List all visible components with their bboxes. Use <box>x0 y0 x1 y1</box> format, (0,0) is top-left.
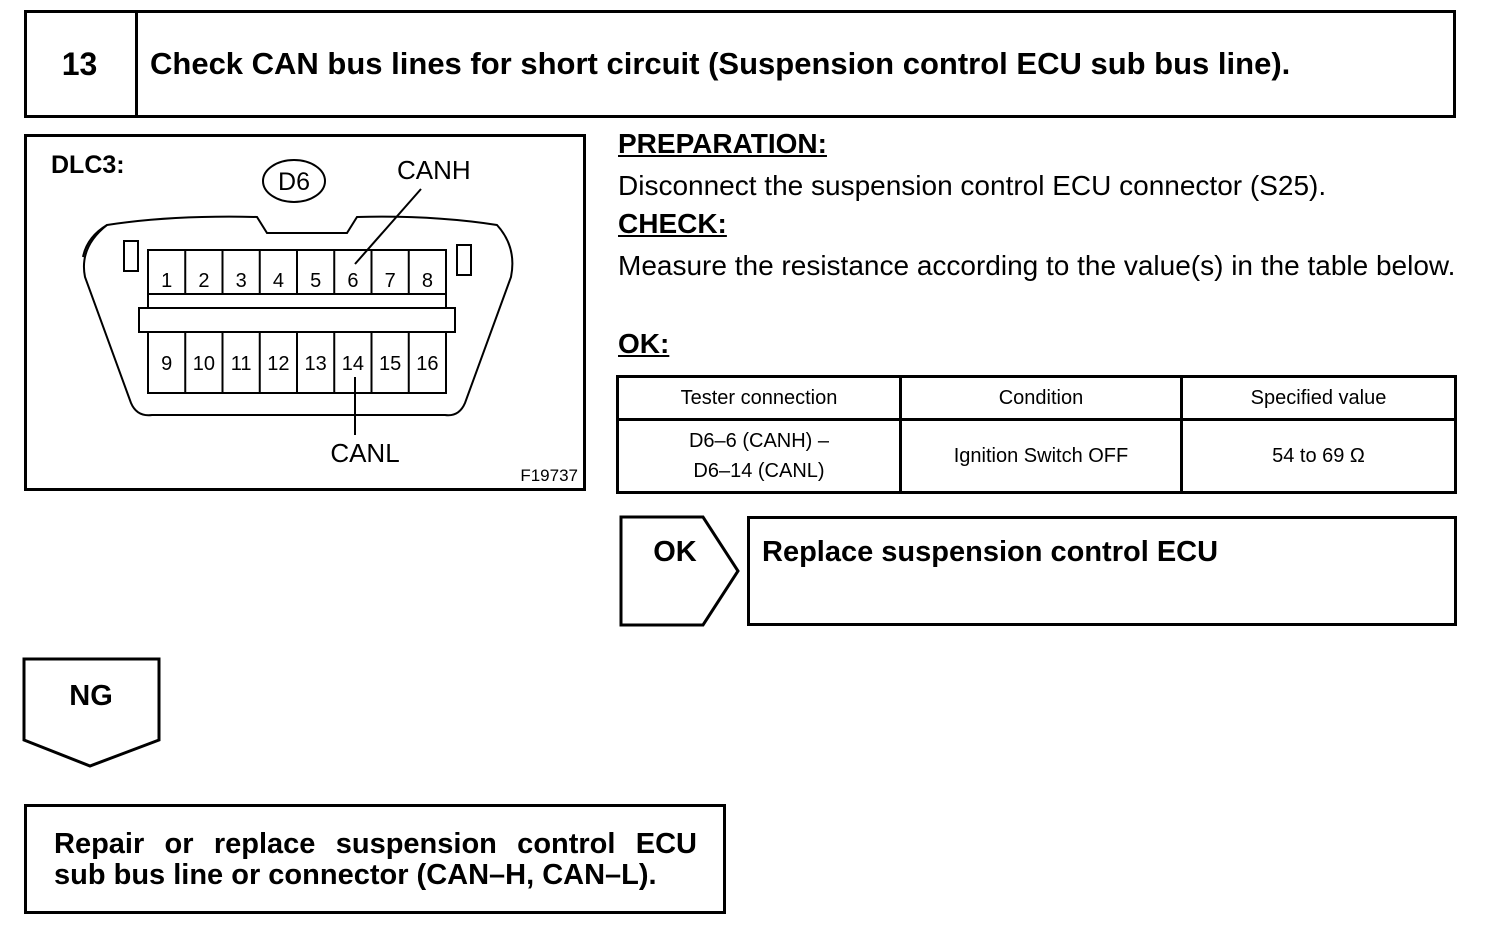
center-key-bar <box>138 307 456 333</box>
ok-label: OK <box>653 536 697 568</box>
ng-result-line1: Repair or replace suspension control ECU <box>54 828 697 860</box>
ng-arrow-shape <box>22 657 161 768</box>
ok-result-text: Replace suspension control ECU <box>762 536 1219 568</box>
pin-4: 4 <box>273 270 284 292</box>
pin-6: 6 <box>347 270 358 292</box>
pin-11: 11 <box>231 353 252 375</box>
pins-top-row: 1 2 3 4 5 6 7 8 <box>161 270 433 292</box>
canh-label: CANH <box>397 155 471 185</box>
connection-line2: D6–14 (CANL) <box>693 460 825 482</box>
header-specified-value: Specified value <box>1180 375 1457 421</box>
canl-label: CANL <box>330 438 399 468</box>
header-condition: Condition <box>899 375 1183 421</box>
connector-id-oval <box>262 159 326 203</box>
pin-16: 16 <box>416 353 438 375</box>
step-number: 13 <box>24 10 138 118</box>
right-latch <box>456 244 472 276</box>
preparation-heading: PREPARATION: <box>618 128 827 159</box>
pin-dividers <box>184 250 410 393</box>
connector-id: D6 <box>278 168 310 196</box>
connector-outline <box>83 215 514 417</box>
ok-result-box <box>747 516 1457 626</box>
check-text: Measure the resistance according to the … <box>618 250 1456 281</box>
left-latch <box>123 240 139 272</box>
ok-heading: OK: <box>618 328 670 359</box>
connector-name: DLC3: <box>51 151 125 179</box>
cell-specified-value: 54 to 69 Ω <box>1180 418 1457 494</box>
ng-result-line2: sub bus line or connector (CAN–H, CAN–L)… <box>54 859 657 891</box>
table-header-row: Tester connection Condition Specified va… <box>616 375 1457 421</box>
check-heading: CHECK: <box>618 208 727 239</box>
pin-10: 10 <box>193 353 215 375</box>
ng-result-box: Repair or replace suspension control ECU… <box>24 804 726 914</box>
step-header-box <box>24 10 1456 118</box>
pin-15: 15 <box>379 353 401 375</box>
pin-8: 8 <box>422 270 433 292</box>
pin-13: 13 <box>305 353 327 375</box>
ng-label: NG <box>69 680 113 712</box>
pin-12: 12 <box>267 353 289 375</box>
header-tester-connection: Tester connection <box>616 375 902 421</box>
figure-code: F19737 <box>520 466 578 485</box>
pin-3: 3 <box>236 270 247 292</box>
connection-line1: D6–6 (CANH) – <box>688 430 830 452</box>
pins-bottom-row: 9 10 11 12 13 14 15 16 <box>161 353 438 375</box>
cell-condition: Ignition Switch OFF <box>899 418 1183 494</box>
cell-tester-connection: D6–6 (CANH) – D6–14 (CANL) <box>616 418 902 494</box>
pin-7: 7 <box>385 270 396 292</box>
pin-9: 9 <box>161 353 172 375</box>
preparation-text: Disconnect the suspension control ECU co… <box>618 170 1327 201</box>
pin-14: 14 <box>342 353 364 375</box>
connector-outline-edge <box>82 224 108 258</box>
table-row: D6–6 (CANH) – D6–14 (CANL) Ignition Swit… <box>616 418 1457 494</box>
spec-table: Tester connection Condition Specified va… <box>616 375 1457 494</box>
pin-2: 2 <box>198 270 209 292</box>
pin-1: 1 <box>161 270 172 292</box>
pin-5: 5 <box>310 270 321 292</box>
canh-leader-line <box>354 188 422 265</box>
ok-arrow-shape <box>619 515 740 627</box>
step-title: Check CAN bus lines for short circuit (S… <box>150 46 1291 81</box>
